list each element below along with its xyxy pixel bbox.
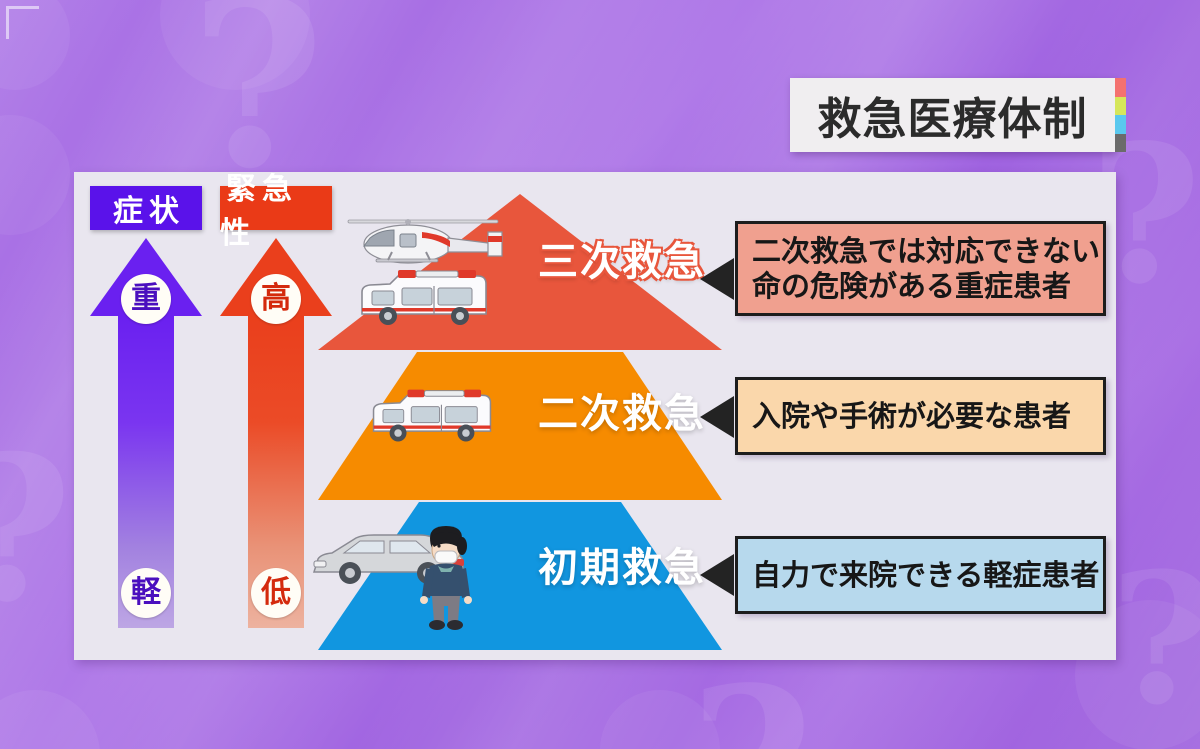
callout-line: 二次救急では対応できない [752, 234, 1101, 269]
callout-secondary[interactable]: 入院や手術が必要な患者 [735, 377, 1106, 455]
callout-primary[interactable]: 自力で来院できる軽症患者 [735, 536, 1106, 614]
masked-patient-illustration [410, 524, 482, 636]
question-mark-watermark: ? [0, 430, 72, 630]
title-plate: 救急医療体制 [790, 78, 1115, 152]
callout-line: 命の危険がある重症患者 [752, 268, 1072, 303]
title-stripe-segment-4 [1115, 133, 1126, 152]
corner-bracket-decoration [6, 6, 39, 39]
title-accent-stripe [1115, 78, 1126, 152]
meter-label-urgency: 緊急性 [220, 172, 332, 251]
callout-line: 入院や手術が必要な患者 [752, 398, 1072, 433]
title-stripe-segment-3 [1115, 115, 1126, 134]
pointer-arrow-secondary [700, 396, 734, 438]
emergency-care-pyramid: 三次救急 二次救急 初期救急 [318, 194, 722, 650]
ambulance-illustration-tertiary [354, 264, 494, 334]
ambulance-illustration-secondary [366, 384, 498, 450]
pointer-arrow-tertiary [700, 258, 734, 300]
urgency-level-arrow: 高 低 [220, 238, 332, 628]
symptom-top-badge: 重 [121, 274, 171, 324]
callout-line: 自力で来院できる軽症患者 [752, 557, 1100, 592]
question-mark-watermark: ? [190, 0, 325, 220]
urgency-bottom-badge: 低 [251, 568, 301, 618]
tier-label-secondary: 二次救急 [538, 391, 706, 437]
urgency-top-badge: 高 [251, 274, 301, 324]
doctor-helicopter-illustration [336, 202, 506, 272]
question-mark-watermark: ? [690, 660, 813, 749]
symptom-bottom-badge: 軽 [121, 568, 171, 618]
tier-label-primary: 初期救急 [538, 545, 706, 591]
callout-tertiary[interactable]: 二次救急では対応できない 命の危険がある重症患者 [735, 221, 1106, 316]
title-stripe-segment-1 [1115, 78, 1126, 97]
meter-label-symptom: 症状 [90, 186, 202, 230]
content-panel: 症状 重 軽 緊急性 高 低 三次救急 [74, 172, 1116, 660]
tier-label-tertiary: 三次救急 [538, 239, 706, 285]
pointer-arrow-primary [700, 554, 734, 596]
symptom-severity-arrow: 重 軽 [90, 238, 202, 628]
pyramid-tier-primary[interactable]: 初期救急 [318, 502, 722, 650]
page-title: 救急医療体制 [817, 94, 1088, 145]
title-stripe-segment-2 [1115, 96, 1126, 115]
question-mark-watermark: ? [1110, 550, 1200, 730]
